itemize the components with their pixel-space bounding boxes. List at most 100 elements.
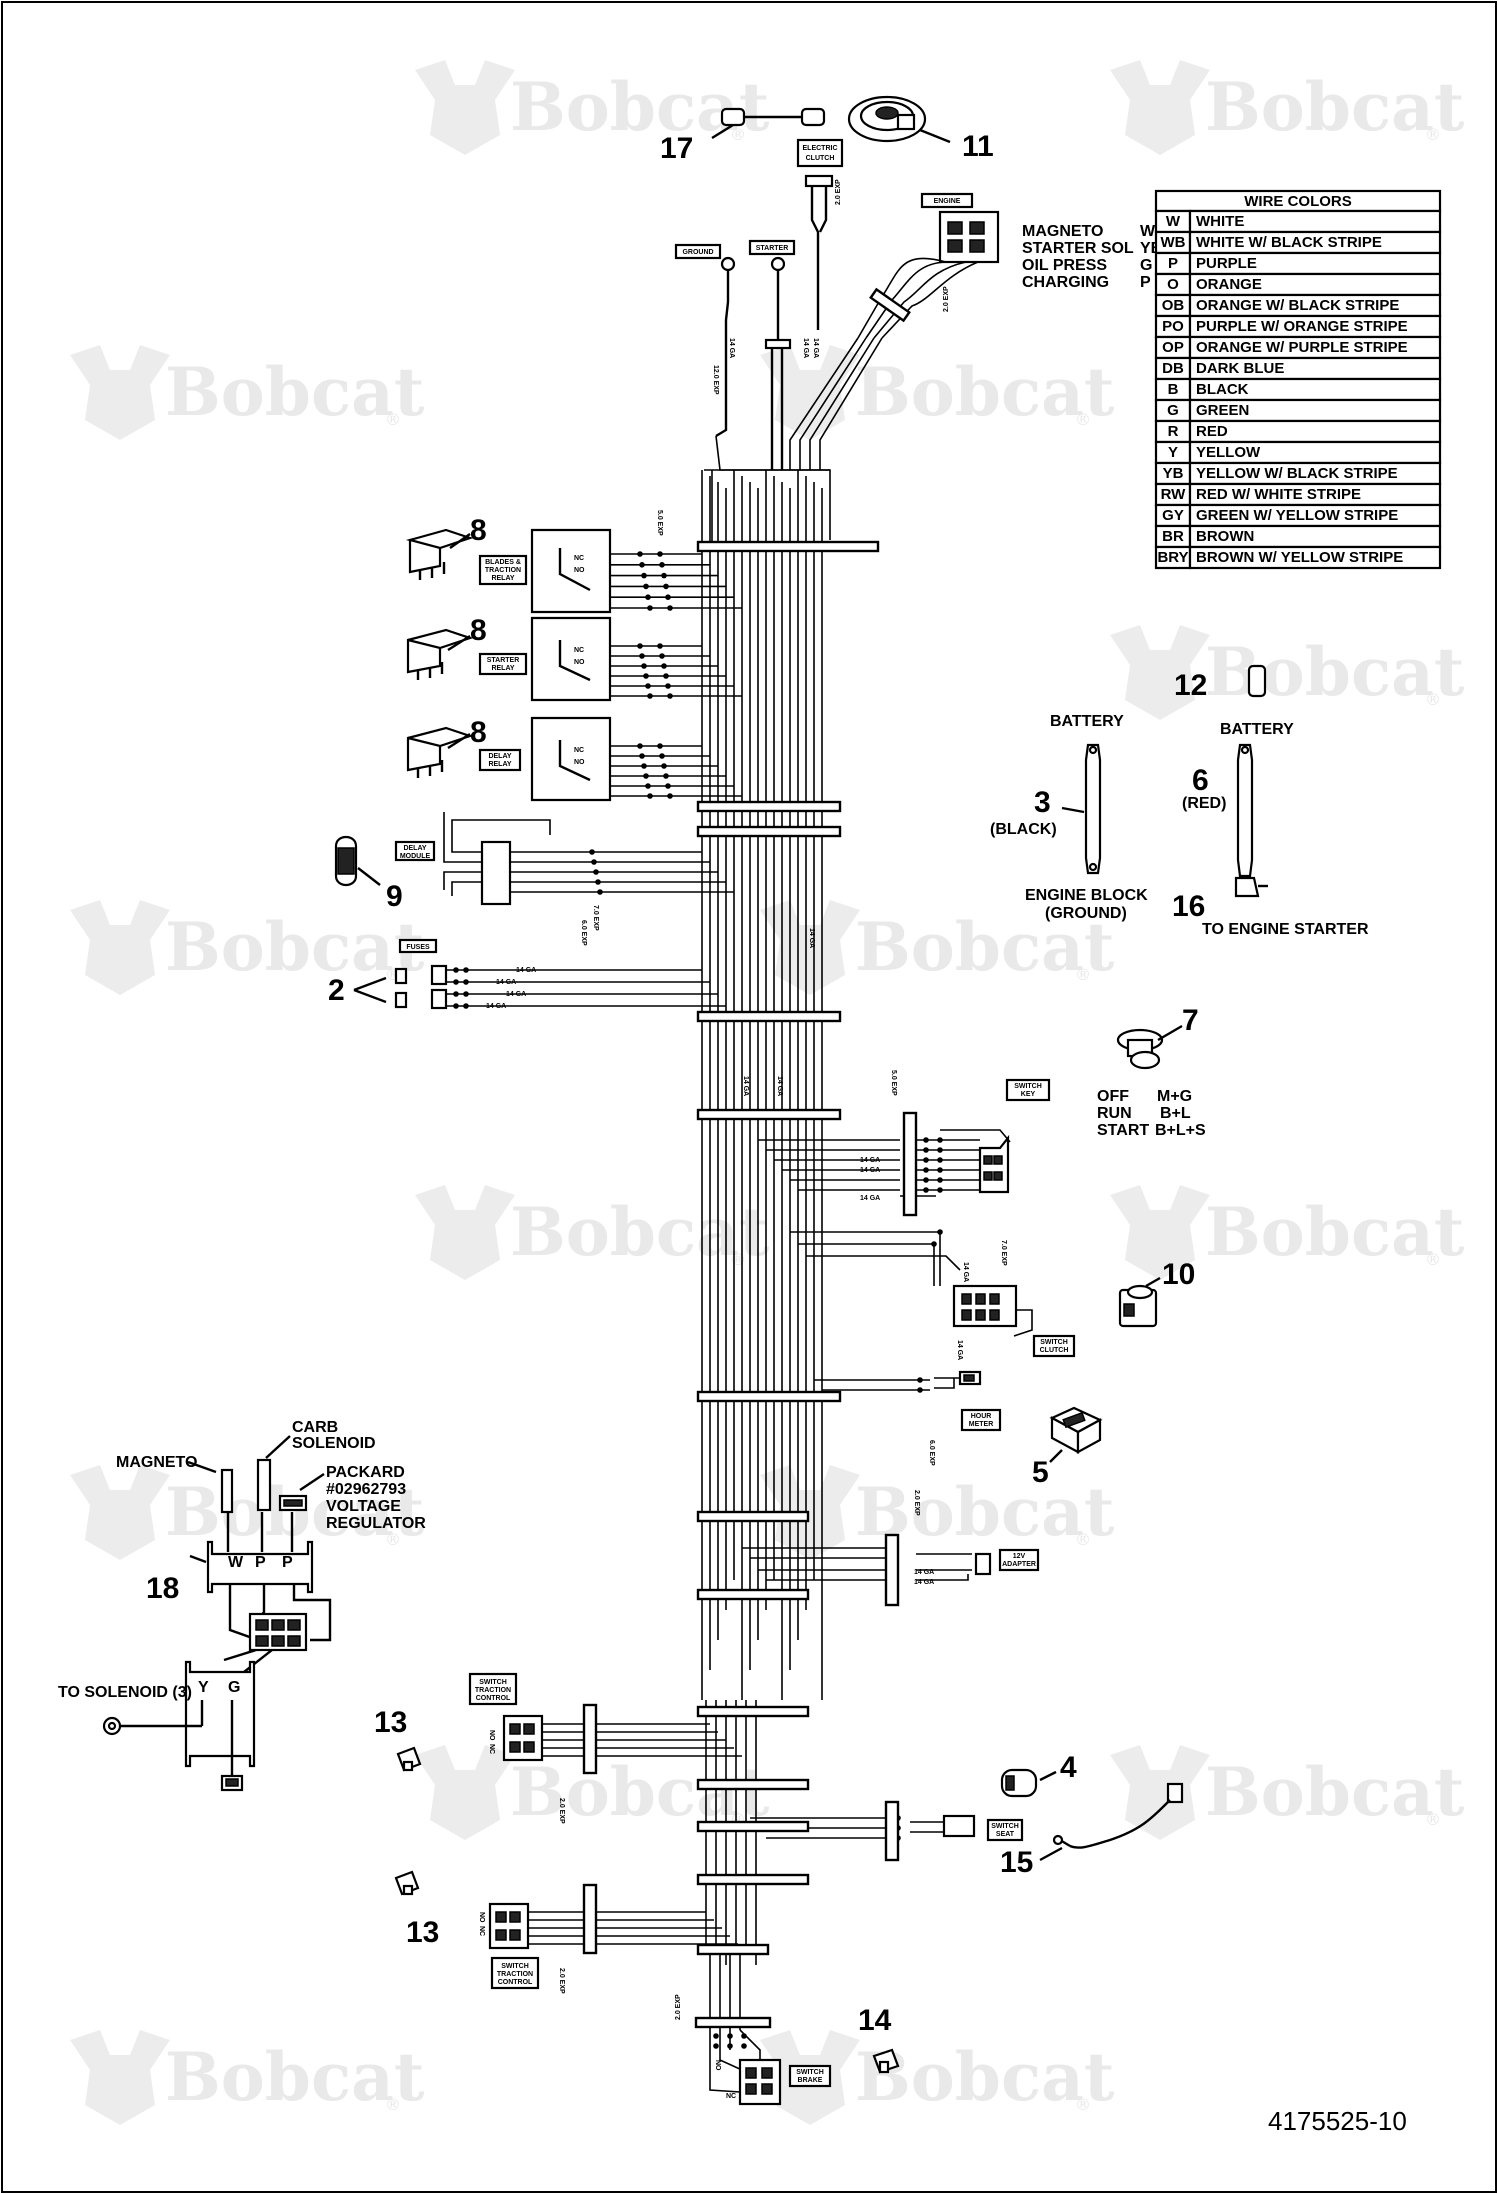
wire-color-name: YELLOW (1196, 444, 1261, 461)
svg-text:14 GA: 14 GA (728, 338, 735, 358)
svg-text:14 GA: 14 GA (516, 967, 536, 974)
svg-text:W: W (228, 1554, 244, 1571)
splice-dot (589, 849, 595, 855)
wire (790, 1231, 941, 1286)
svg-text:M+G: M+G (1157, 1088, 1192, 1105)
svg-text:CONTROL: CONTROL (498, 1979, 533, 1986)
svg-text:8: 8 (470, 614, 487, 647)
svg-text:SWITCH: SWITCH (479, 1679, 507, 1686)
svg-text:B+L+S: B+L+S (1155, 1122, 1206, 1139)
electric-clutch-11: 11 (847, 95, 994, 163)
splice-dot (667, 605, 673, 611)
switch-clutch-10: 10 SWITCH CLUTCH 7.0 EXP (952, 1240, 1195, 1358)
harness-clamp (696, 1873, 810, 1886)
svg-text:18: 18 (146, 1572, 179, 1605)
svg-text:7: 7 (1182, 1004, 1199, 1037)
svg-text:#02962793: #02962793 (326, 1481, 406, 1498)
splice-dot (643, 673, 649, 679)
harness-clamp (696, 1705, 810, 1718)
svg-text:Bobcat: Bobcat (165, 1473, 425, 1551)
wire-color-row: PO PURPLE W/ ORANGE STRIPE (1154, 314, 1442, 339)
svg-text:BRAKE: BRAKE (798, 2077, 823, 2084)
svg-text:13: 13 (406, 1916, 439, 1949)
delay-relay-socket: DELAY RELAY NC NO (478, 716, 612, 802)
svg-text:14 GA: 14 GA (914, 1569, 934, 1576)
splice-dot (641, 763, 647, 769)
engine-wire-legend: MAGNETO W STARTER SOL YB OIL PRESS G CHA… (1022, 223, 1162, 291)
splice-dot (713, 2033, 719, 2039)
voltage-regulator-18: MAGNETO CARB SOLENOID PACKARD #02962793 … (58, 1419, 426, 1792)
wire-color-name: PURPLE W/ ORANGE STRIPE (1196, 318, 1408, 335)
svg-text:2.0 EXP: 2.0 EXP (675, 1994, 682, 2020)
wire-color-code: GY (1162, 507, 1184, 524)
svg-text:12V: 12V (1013, 1553, 1026, 1560)
svg-text:FUSES: FUSES (406, 944, 430, 951)
svg-text:STARTER SOL: STARTER SOL (1022, 240, 1134, 257)
splice-dot (647, 605, 653, 611)
wire-color-code: G (1167, 402, 1179, 419)
svg-text:BATTERY: BATTERY (1050, 713, 1124, 730)
svg-text:RUN: RUN (1097, 1105, 1132, 1122)
seat-switch-4: 4 SWITCH SEAT (910, 1751, 1077, 1842)
splice-dot (663, 773, 669, 779)
svg-text:SWITCH: SWITCH (1040, 1339, 1068, 1346)
wire-color-code: Y (1168, 444, 1178, 461)
wire-color-code: BR (1162, 528, 1184, 545)
splice-dot (643, 773, 649, 779)
harness-clamp (696, 1390, 842, 1403)
delay-module-9: 9 DELAY MODULE 6.0 EXP 7.0 EXP (334, 812, 599, 946)
wire-color-code: BRY (1157, 549, 1188, 566)
svg-text:BATTERY: BATTERY (1220, 721, 1294, 738)
svg-text:(BLACK): (BLACK) (990, 821, 1057, 838)
svg-text:12.0 EXP: 12.0 EXP (712, 365, 719, 395)
switch-13-top: 13 (374, 1706, 422, 1772)
splice-dot (645, 594, 651, 600)
splice-dot (937, 1177, 943, 1183)
svg-text:14 GA: 14 GA (956, 1340, 963, 1360)
wire-color-code: R (1168, 423, 1179, 440)
splice-dot (937, 1147, 943, 1153)
splice-dot (937, 1137, 943, 1143)
svg-text:10: 10 (1162, 1258, 1195, 1291)
svg-text:TRACTION: TRACTION (485, 567, 521, 574)
harness-clamp (902, 1111, 918, 1217)
wire-color-code: PO (1162, 318, 1184, 335)
svg-text:12: 12 (1174, 669, 1207, 702)
svg-text:B+L: B+L (1160, 1105, 1191, 1122)
blades-traction-relay-socket: BLADES & TRACTION RELAY NC NO (478, 528, 612, 614)
svg-text:NC: NC (574, 555, 584, 562)
fuses-2: FUSES 2 (328, 938, 448, 1010)
splice-dot (637, 551, 643, 557)
svg-text:14 GA: 14 GA (496, 979, 516, 986)
relay-8-middle: 8 (406, 614, 487, 680)
splice-dot (647, 693, 653, 699)
svg-text:NO: NO (574, 659, 585, 666)
svg-text:13: 13 (374, 1706, 407, 1739)
main-harness (446, 435, 980, 2093)
splice-dot (937, 1167, 943, 1173)
svg-text:MAGNETO: MAGNETO (116, 1454, 197, 1471)
splice-dot (667, 693, 673, 699)
harness-clamp (696, 800, 842, 813)
wire-color-code: YB (1163, 465, 1184, 482)
svg-text:G: G (228, 1679, 240, 1696)
fuse-12: 12 (1174, 664, 1267, 702)
svg-text:7.0 EXP: 7.0 EXP (592, 905, 599, 931)
splice-dot (727, 2033, 733, 2039)
svg-text:Bobcat: Bobcat (1205, 68, 1465, 146)
harness-clamp (884, 1533, 900, 1607)
switch-13-bottom: 13 (394, 1870, 439, 1949)
splice-dot (661, 763, 667, 769)
svg-text:CLUTCH: CLUTCH (806, 155, 835, 162)
svg-text:NC: NC (574, 647, 584, 654)
svg-text:SOLENOID: SOLENOID (292, 1435, 376, 1452)
svg-text:14 GA: 14 GA (506, 991, 526, 998)
splice-dot (923, 1157, 929, 1163)
svg-text:TRACTION: TRACTION (497, 1971, 533, 1978)
svg-text:Y: Y (198, 1679, 209, 1696)
svg-text:®: ® (385, 2095, 401, 2114)
